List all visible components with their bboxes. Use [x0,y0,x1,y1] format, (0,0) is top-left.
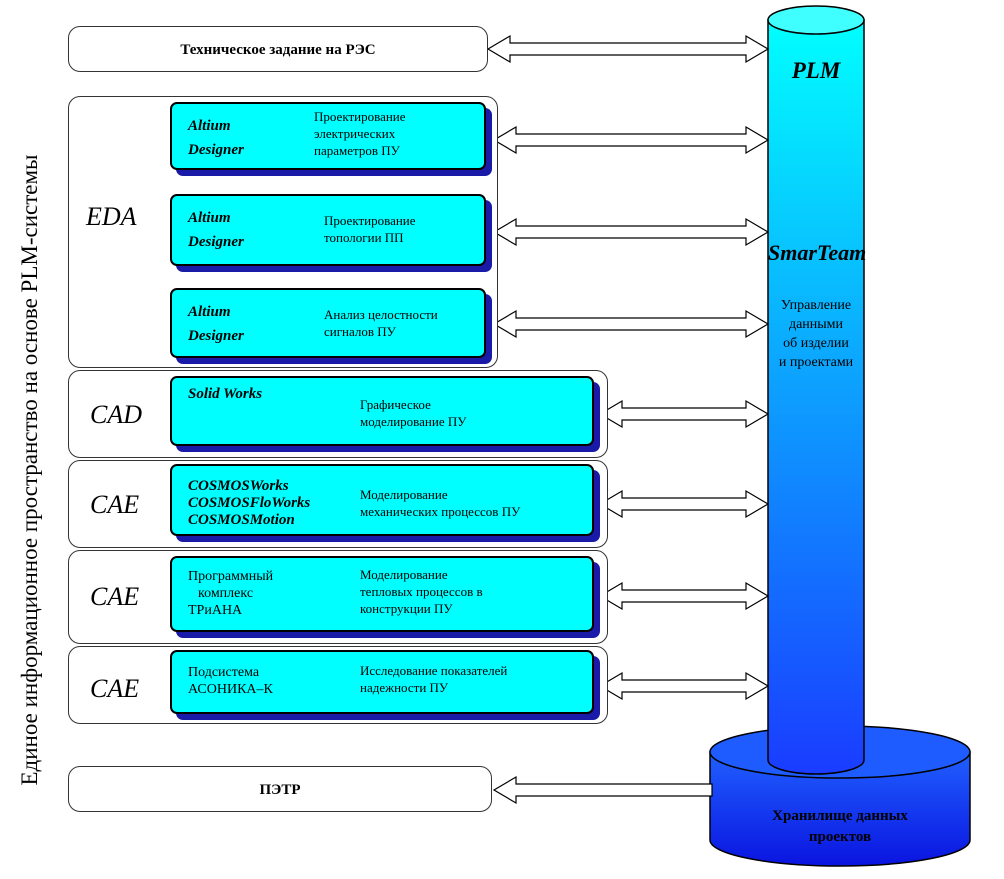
arrow-eda-2 [492,217,770,247]
cae-label-2: CAE [90,582,140,611]
cae-label-3: CAE [90,674,140,703]
eda-label: EDA [86,202,137,231]
cae-label-1: CAE [90,490,140,519]
arrow-petr [492,775,713,805]
cad-label: CAD [90,400,142,429]
program-name: Solid Works [188,386,263,402]
arrow-cae-1 [598,489,770,519]
storage-cylinder-body [709,751,971,867]
smarteam-title: SmarTeam [768,240,867,265]
arrow-tech-spec [486,34,770,64]
pillar-body [767,19,865,775]
arrow-cad [598,399,770,429]
pillar-top [767,5,865,35]
arrow-cae-2 [598,581,770,611]
arrow-eda-3 [492,309,770,339]
petr-box: ПЭТР [68,766,492,812]
arrow-cae-3 [598,671,770,701]
tech-spec-box: Техническое задание на РЭС [68,26,488,72]
plm-title: PLM [791,58,841,83]
arrow-eda-1 [492,125,770,155]
